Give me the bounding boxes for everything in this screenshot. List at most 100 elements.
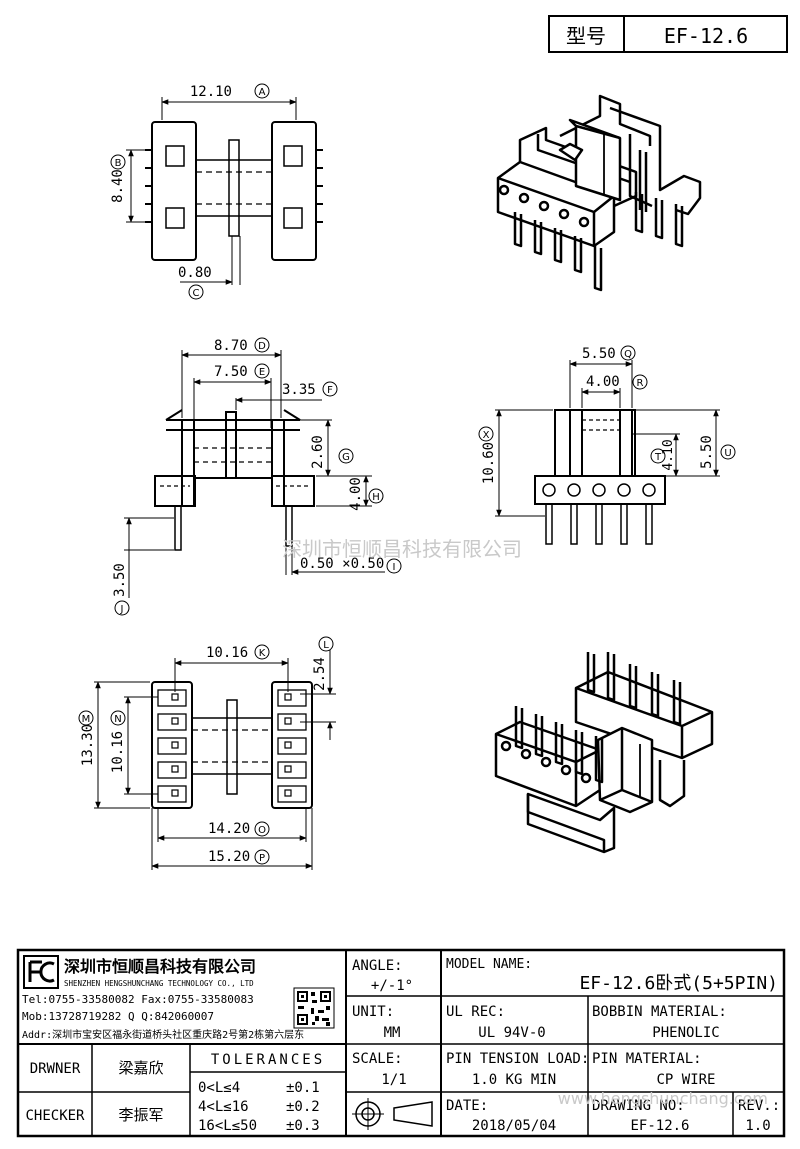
dim-J-letter: J xyxy=(120,604,124,615)
dim-D: 8.70 D xyxy=(214,337,270,354)
company-mob: Mob:13728719282 Q Q:842060007 xyxy=(22,1010,214,1023)
dim-F-letter: F xyxy=(327,385,333,396)
bobbin-material-value: PHENOLIC xyxy=(652,1025,719,1041)
unit-value: MM xyxy=(384,1025,401,1041)
pin-tension-value: 1.0 KG MIN xyxy=(472,1072,556,1088)
dim-O-letter: O xyxy=(258,825,266,836)
dim-L-value: 2.54 xyxy=(312,657,328,691)
top-view xyxy=(126,97,323,285)
dim-Q: 5.50 Q xyxy=(582,345,636,362)
dim-O: 14.20 O xyxy=(208,821,270,837)
dim-N: 10.16 N xyxy=(110,710,126,773)
dim-I-value: 0.50 ×0.50 xyxy=(300,556,384,572)
dim-H-letter: H xyxy=(372,492,380,503)
dim-C: 0.80 C xyxy=(178,265,212,300)
dim-X: 10.60 X xyxy=(478,426,497,484)
dim-A: 12.10 A xyxy=(190,83,270,100)
checker-name: 李振军 xyxy=(118,1106,163,1124)
bobbin-material-label: BOBBIN MATERIAL: xyxy=(592,1004,727,1020)
dim-Q-letter: Q xyxy=(624,349,632,360)
dim-Q-value: 5.50 xyxy=(582,346,616,362)
model-name-label: MODEL NAME: xyxy=(446,957,532,972)
dim-U: 5.50 U xyxy=(699,435,736,469)
dim-C-value: 0.80 xyxy=(178,265,212,281)
checker-label: CHECKER xyxy=(25,1108,85,1124)
dim-N-letter: N xyxy=(114,714,121,725)
rev-label: REV.: xyxy=(738,1098,780,1114)
dim-T: 4.10 T xyxy=(650,439,676,471)
side-view xyxy=(495,360,720,545)
company-addr: Addr:深圳市宝安区福永街道桥头社区重庆路2号第2栋第六层东 xyxy=(22,1028,304,1041)
dim-A-value: 12.10 xyxy=(190,84,232,100)
dim-F: 3.35 F xyxy=(282,381,338,398)
dim-K: 10.16 K xyxy=(206,644,270,661)
dim-B-value: 8.40 xyxy=(110,169,126,203)
dim-G: 2.60 G xyxy=(310,435,354,469)
dim-U-letter: U xyxy=(724,448,731,459)
dim-R: 4.00 R xyxy=(586,374,648,390)
tolerance-value-3: ±0.3 xyxy=(286,1118,320,1134)
dim-G-value: 2.60 xyxy=(310,435,326,469)
projection-symbol-icon xyxy=(352,1098,433,1130)
drawing-no-value: EF-12.6 xyxy=(630,1118,689,1134)
tolerances-title: TOLERANCES xyxy=(211,1052,325,1068)
dim-K-letter: K xyxy=(259,648,266,659)
model-header-value: EF-12.6 xyxy=(664,24,748,48)
pin-material-label: PIN MATERIAL: xyxy=(592,1051,702,1067)
watermark-text: 深圳市恒顺昌科技有限公司 xyxy=(282,537,522,561)
dim-K-value: 10.16 xyxy=(206,645,248,661)
ul-label: UL REC: xyxy=(446,1004,505,1020)
tolerance-range-2: 4<L≤16 xyxy=(198,1099,249,1115)
scale-value: 1/1 xyxy=(381,1072,406,1088)
dim-B-letter: B xyxy=(115,158,122,169)
company-logo xyxy=(23,955,59,989)
date-label: DATE: xyxy=(446,1098,488,1114)
bottom-view xyxy=(94,650,336,870)
dim-X-letter: X xyxy=(483,430,490,441)
scale-label: SCALE: xyxy=(352,1051,403,1067)
pin-tension-label: PIN TENSION LOAD: xyxy=(446,1051,589,1067)
dim-E-letter: E xyxy=(259,367,265,378)
dim-J: 3.50 J xyxy=(112,563,130,616)
dim-G-letter: G xyxy=(342,452,350,463)
dim-N-value: 10.16 xyxy=(110,731,126,773)
company-name-cn: 深圳市恒顺昌科技有限公司 xyxy=(64,957,256,976)
drawer-name: 梁嘉欣 xyxy=(118,1059,163,1077)
dim-C-letter: C xyxy=(193,288,200,299)
dim-R-letter: R xyxy=(637,378,644,389)
dim-O-value: 14.20 xyxy=(208,821,250,837)
dim-P-value: 15.20 xyxy=(208,849,250,865)
dim-P-letter: P xyxy=(259,853,265,864)
dim-J-value: 3.50 xyxy=(112,563,128,597)
title-block xyxy=(16,948,786,1138)
qr-code-icon xyxy=(293,987,335,1029)
dim-D-value: 8.70 xyxy=(214,338,248,354)
dim-H: 4.00 H xyxy=(348,477,384,511)
drawing-no-label: DRAWING NO: xyxy=(592,1098,685,1114)
rev-value: 1.0 xyxy=(745,1118,770,1134)
dim-R-value: 4.00 xyxy=(586,374,620,390)
dim-H-value: 4.00 xyxy=(348,477,364,511)
dim-F-value: 3.35 xyxy=(282,382,316,398)
dim-L: 2.54 L xyxy=(312,636,334,691)
model-header-box: 型号 EF-12.6 xyxy=(548,15,788,53)
company-tel: Tel:0755-33580082 Fax:0755-33580083 xyxy=(22,993,254,1006)
dim-E-value: 7.50 xyxy=(214,364,248,380)
model-header-label: 型号 xyxy=(566,24,606,48)
isometric-view-upper xyxy=(496,94,702,292)
model-name-value: EF-12.6卧式(5+5PIN) xyxy=(579,973,778,994)
dim-I-letter: I xyxy=(393,562,396,573)
dim-T-letter: T xyxy=(654,452,662,463)
watermark-url: www.hengshunchang.com xyxy=(558,1089,768,1108)
dim-T-value: 4.10 xyxy=(661,439,676,470)
dim-M-value: 13.30 xyxy=(80,724,96,766)
date-value: 2018/05/04 xyxy=(472,1118,556,1134)
dim-I: 0.50 ×0.50 I xyxy=(300,556,402,574)
tolerance-value-2: ±0.2 xyxy=(286,1099,320,1115)
dim-L-letter: L xyxy=(323,640,329,651)
tolerance-value-1: ±0.1 xyxy=(286,1080,320,1096)
dim-B: 8.40 B xyxy=(110,154,126,203)
dim-D-letter: D xyxy=(258,341,266,352)
unit-label: UNIT: xyxy=(352,1004,394,1020)
